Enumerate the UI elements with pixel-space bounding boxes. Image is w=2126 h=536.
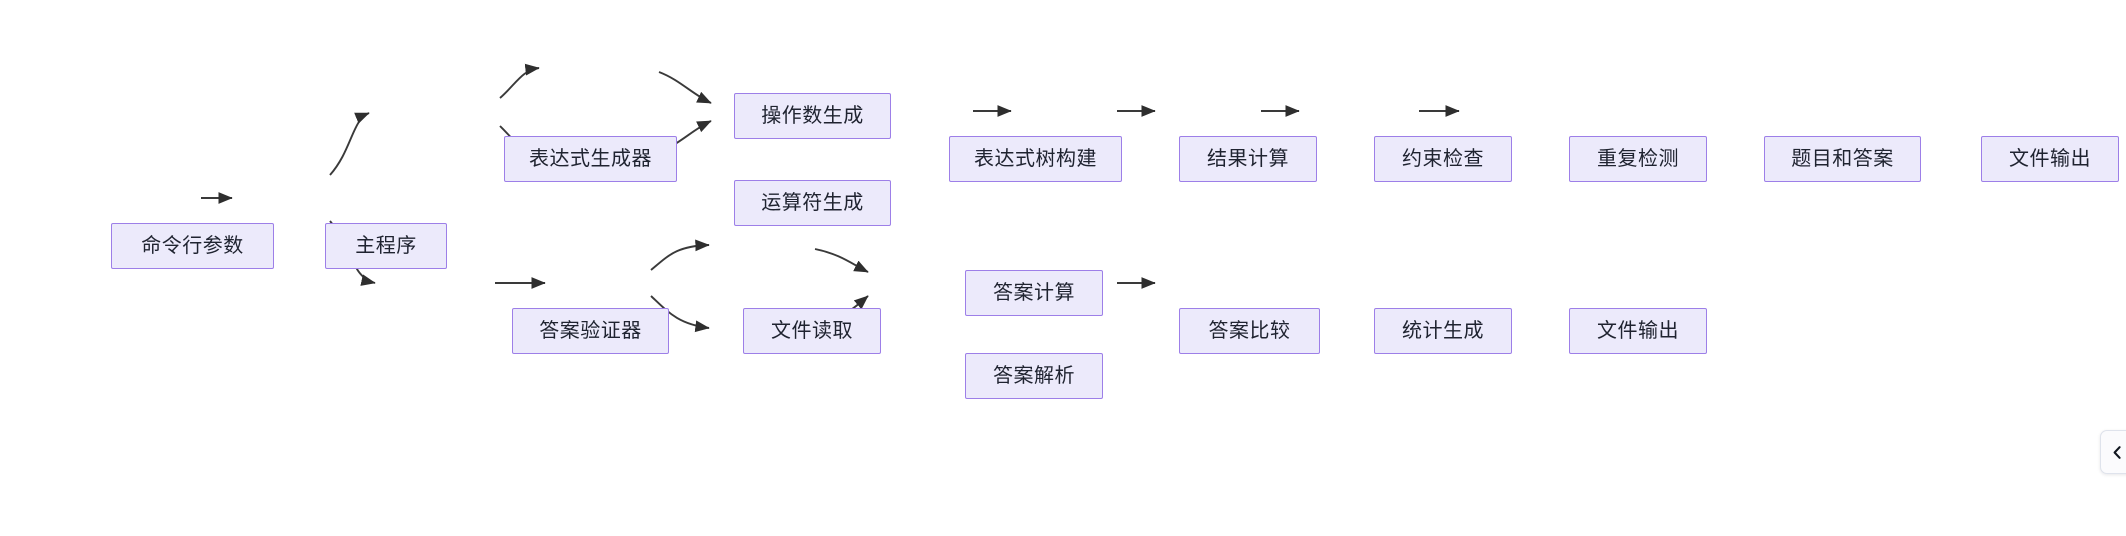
collapse-panel-handle[interactable] xyxy=(2100,430,2126,474)
node-label: 结果计算 xyxy=(1207,148,1289,170)
node-operand[interactable]: 操作数生成 xyxy=(734,93,891,139)
node-label: 主程序 xyxy=(355,235,417,257)
node-label: 文件输出 xyxy=(2009,148,2091,170)
node-duplicate[interactable]: 重复检测 xyxy=(1569,136,1707,182)
node-fileread[interactable]: 文件读取 xyxy=(743,308,881,354)
node-label: 文件读取 xyxy=(771,320,853,342)
node-operator[interactable]: 运算符生成 xyxy=(734,180,891,226)
node-label: 命令行参数 xyxy=(141,235,244,257)
node-cli[interactable]: 命令行参数 xyxy=(111,223,274,269)
node-exprgen[interactable]: 表达式生成器 xyxy=(504,136,677,182)
node-label: 题目和答案 xyxy=(1791,148,1894,170)
node-main[interactable]: 主程序 xyxy=(325,223,447,269)
node-label: 操作数生成 xyxy=(761,105,864,127)
node-exprtree[interactable]: 表达式树构建 xyxy=(949,136,1122,182)
node-anscalc[interactable]: 答案计算 xyxy=(965,270,1103,316)
node-fileout2[interactable]: 文件输出 xyxy=(1569,308,1707,354)
node-calcresult[interactable]: 结果计算 xyxy=(1179,136,1317,182)
node-label: 统计生成 xyxy=(1402,320,1484,342)
node-stats[interactable]: 统计生成 xyxy=(1374,308,1512,354)
chevron-left-icon xyxy=(2111,445,2124,460)
node-label: 文件输出 xyxy=(1597,320,1679,342)
node-label: 运算符生成 xyxy=(761,192,864,214)
node-label: 重复检测 xyxy=(1597,148,1679,170)
node-constraint[interactable]: 约束检查 xyxy=(1374,136,1512,182)
node-label: 表达式生成器 xyxy=(529,148,652,170)
node-label: 约束检查 xyxy=(1402,148,1484,170)
node-label: 答案验证器 xyxy=(539,320,642,342)
node-label: 答案计算 xyxy=(993,282,1075,304)
node-label: 答案解析 xyxy=(993,365,1075,387)
node-anscompare[interactable]: 答案比较 xyxy=(1179,308,1320,354)
node-validator[interactable]: 答案验证器 xyxy=(512,308,669,354)
node-ansparse[interactable]: 答案解析 xyxy=(965,353,1103,399)
node-label: 答案比较 xyxy=(1208,320,1291,342)
node-fileout1[interactable]: 文件输出 xyxy=(1981,136,2119,182)
node-qa[interactable]: 题目和答案 xyxy=(1764,136,1921,182)
node-label: 表达式树构建 xyxy=(974,148,1097,170)
